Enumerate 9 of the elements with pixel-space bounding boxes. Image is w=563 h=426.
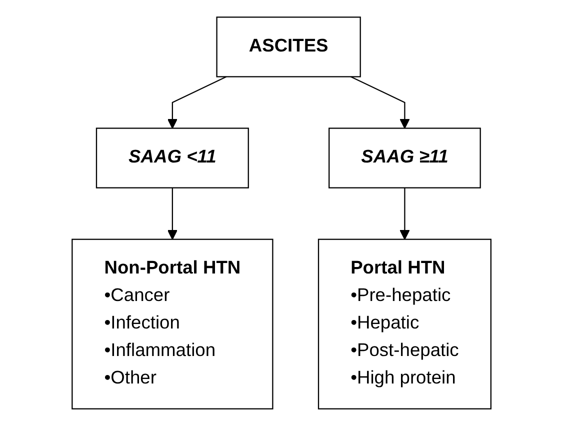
node-box: SAAG ≥11 <box>328 128 481 188</box>
node-box: Portal HTN •Pre-hepatic •Hepatic •Post-hepatic •High protein <box>318 238 492 410</box>
node-box: Non-Portal HTN •Cancer •Infection •Inflammation •Other <box>72 238 274 410</box>
arrow <box>400 188 410 240</box>
arrow <box>350 76 410 129</box>
node-box: SAAG <11 <box>96 128 249 188</box>
node-box: ASCITES <box>216 16 361 78</box>
arrow <box>167 76 227 129</box>
arrow <box>167 188 178 240</box>
